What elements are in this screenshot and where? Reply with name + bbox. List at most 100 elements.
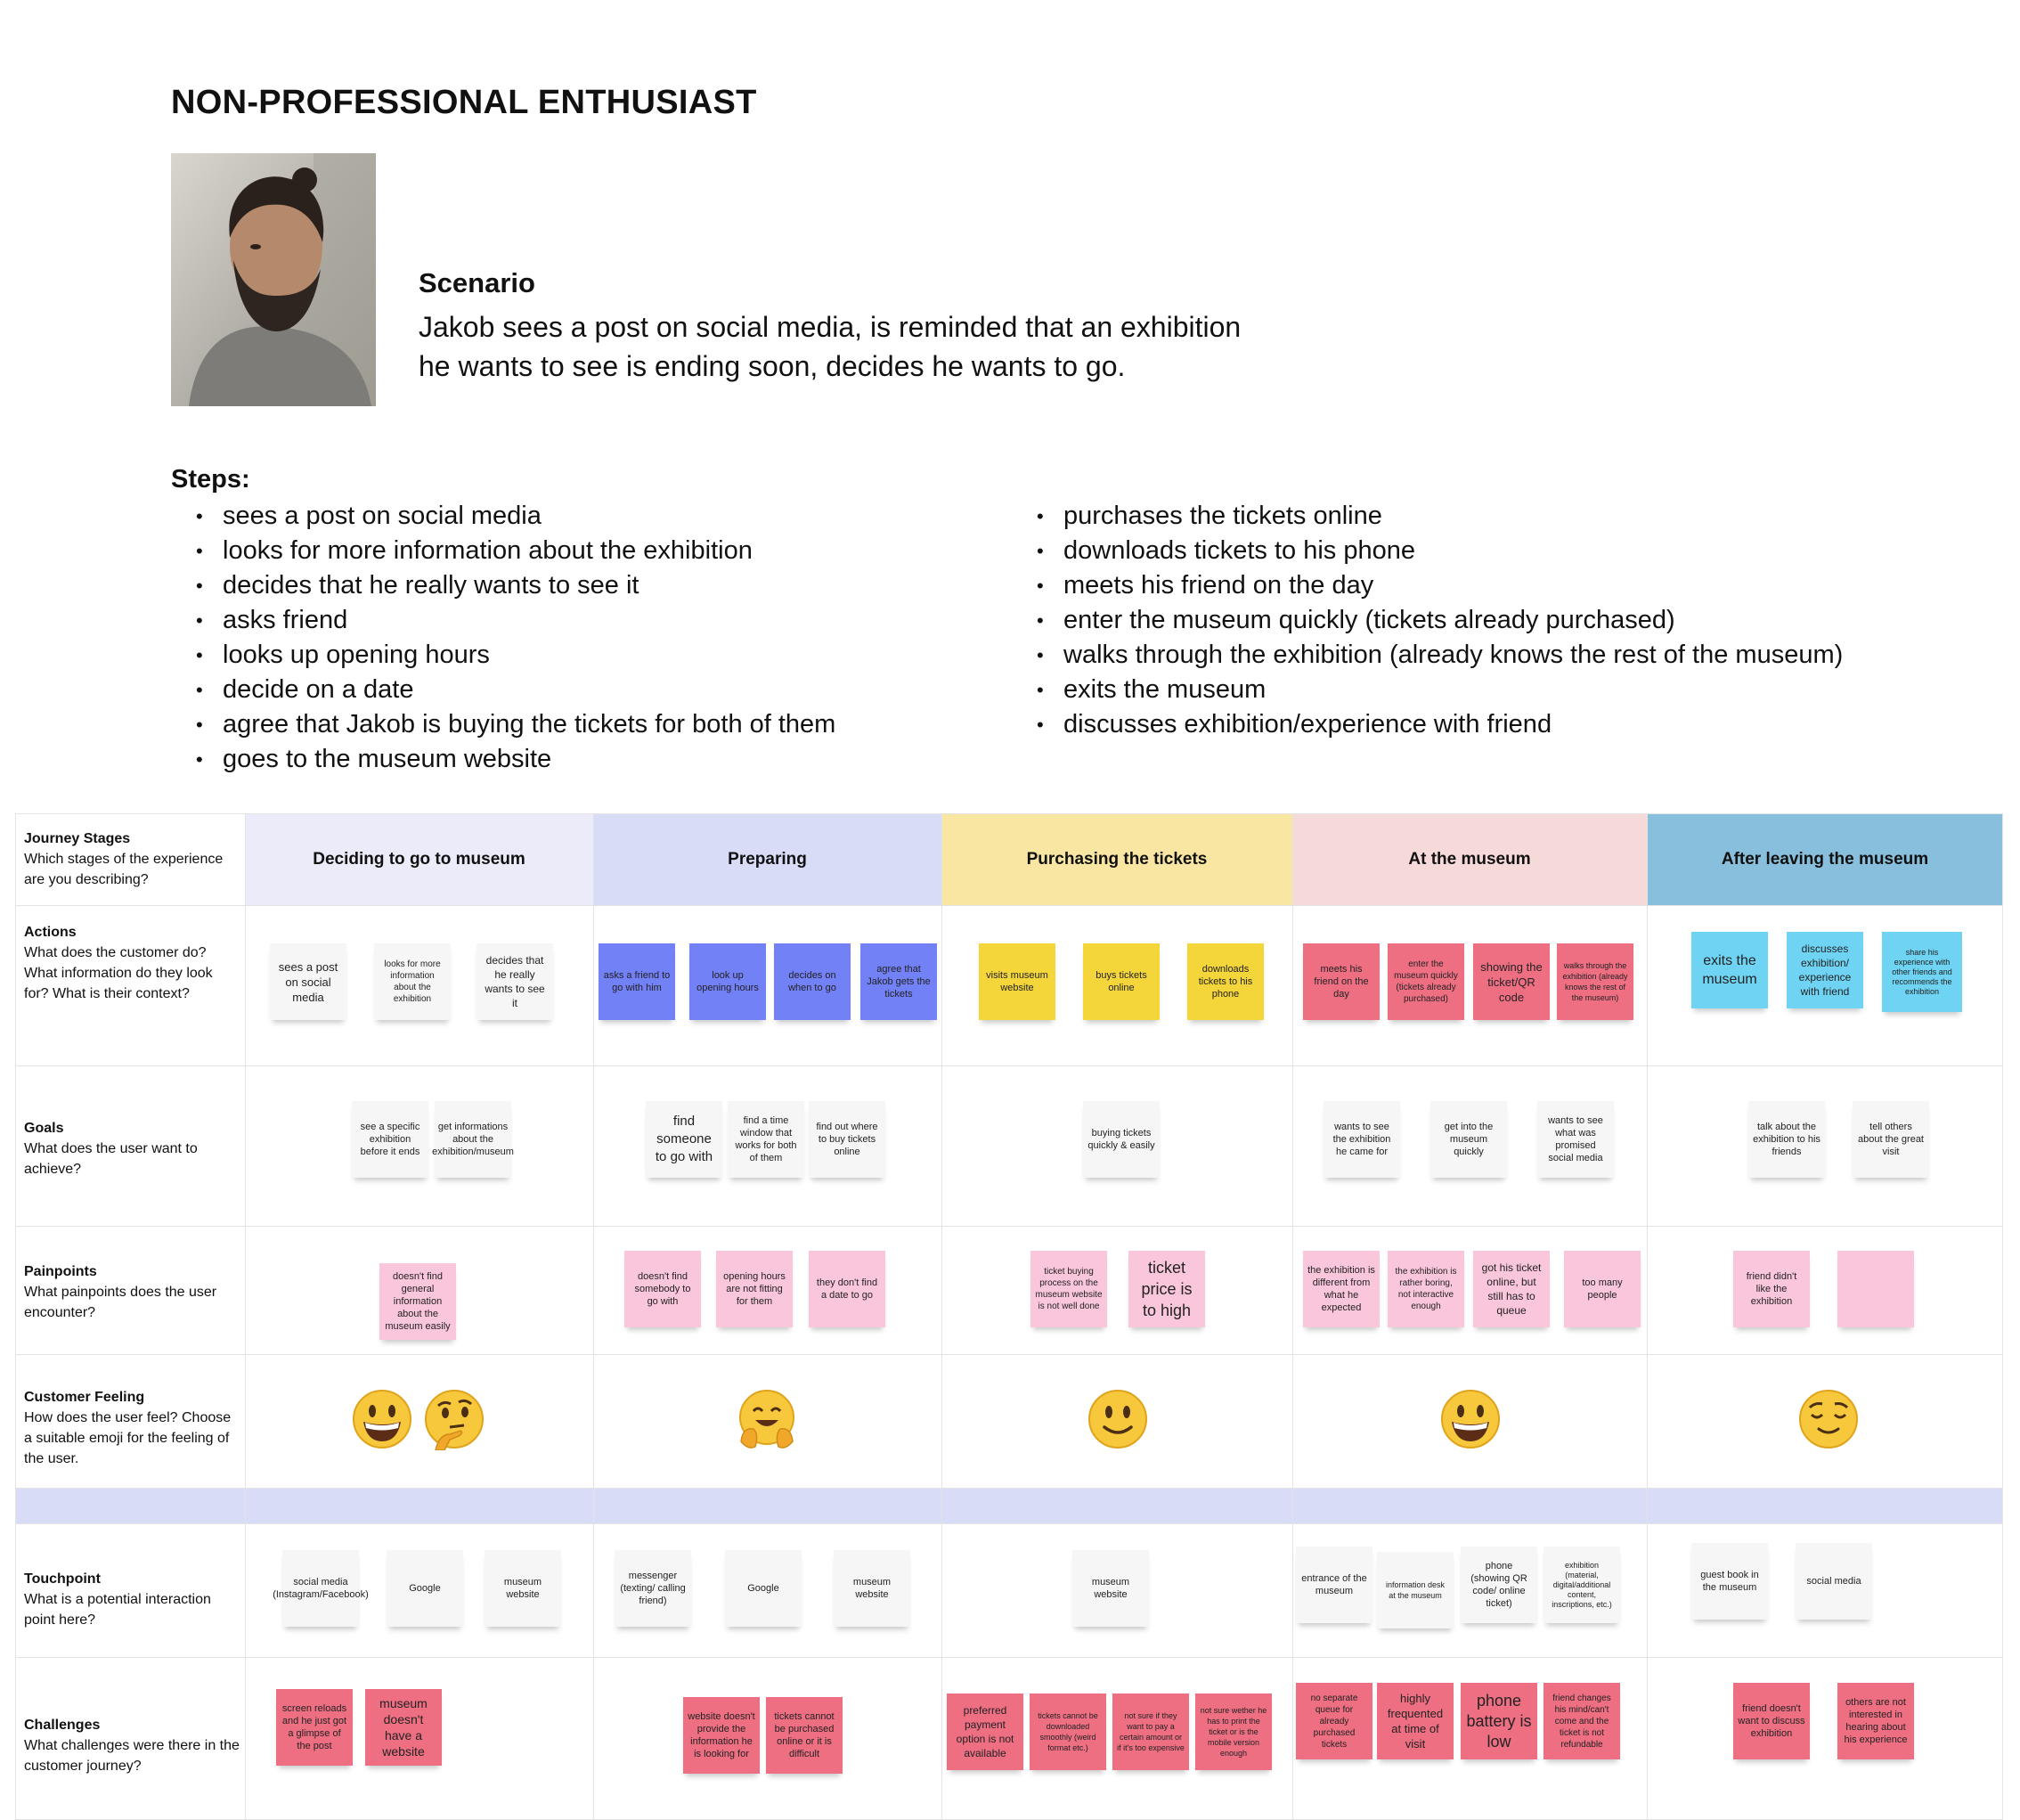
row-description: What is a potential interaction point he… [24, 1592, 211, 1628]
stage-header: After leaving the museum [1647, 813, 2003, 905]
sticky-note-goal: get into the museum quickly [1430, 1101, 1507, 1178]
sticky-note-action: downloads tickets to his phone [1187, 943, 1264, 1020]
sticky-note-touchpoint: entrance of the museum [1296, 1547, 1372, 1623]
sticky-note-action: agree that Jakob gets the tickets [860, 943, 937, 1020]
sticky-note-action: asks a friend to go with him [599, 943, 675, 1020]
sticky-note-action: discusses exhibition/ experience with fr… [1787, 932, 1863, 1008]
sticky-note-challenge: museum doesn't have a website [365, 1689, 442, 1766]
sticky-note-goal: find a time window that works for both o… [728, 1101, 804, 1178]
row-title: Painpoints [24, 1264, 97, 1279]
sticky-note-action: meets his friend on the day [1303, 943, 1380, 1020]
step-item: walks through the exhibition (already kn… [1012, 638, 1843, 673]
step-item: looks for more information about the exh… [171, 534, 835, 568]
sticky-note-touchpoint: guest book in the museum [1691, 1543, 1768, 1620]
sticky-note-challenge: preferred payment option is not availabl… [947, 1693, 1023, 1770]
journey-map: Deciding to go to museum Preparing Purch… [15, 813, 2003, 1820]
slightly-smiling-face-icon [1088, 1390, 1147, 1449]
sticky-note-painpoint: the exhibition is different from what he… [1303, 1251, 1380, 1327]
stage-label: At the museum [1408, 849, 1531, 869]
scenario-line: he wants to see is ending soon, decides … [419, 350, 1126, 382]
scenario-text: Jakob sees a post on social media, is re… [419, 307, 1274, 386]
sticky-note-goal: talk about the exhibition to his friends [1748, 1101, 1825, 1178]
stage-label: Deciding to go to museum [313, 849, 525, 869]
section-divider-band [15, 1488, 2003, 1523]
step-item: decide on a date [171, 673, 835, 707]
sticky-note-action: share his experience with other friends … [1882, 932, 1962, 1012]
sticky-note-action: sees a post on social media [270, 943, 346, 1020]
sticky-note-challenge: screen reloads and he just got a glimpse… [276, 1689, 353, 1766]
grinning-face-icon [1441, 1390, 1500, 1449]
steps-list-left: sees a post on social media looks for mo… [171, 499, 835, 777]
sticky-note-challenge: friend doesn't want to discuss exhibitio… [1733, 1683, 1810, 1759]
row-description: Which stages of the experience are you d… [24, 852, 224, 887]
row-title: Journey Stages [24, 831, 131, 846]
row-description: What challenges were there in the custom… [24, 1738, 240, 1774]
sticky-note-touchpoint: Google [725, 1550, 802, 1627]
sticky-note-challenge: friend changes his mind/can't come and t… [1544, 1683, 1620, 1759]
sticky-note-painpoint: doesn't find general information about t… [379, 1263, 456, 1340]
step-item: exits the museum [1012, 673, 1843, 707]
sticky-note-goal: wants to see the exhibition he came for [1324, 1101, 1400, 1178]
sticky-note-touchpoint: social media [1796, 1543, 1872, 1620]
row-description: What painpoints does the user encounter? [24, 1285, 217, 1320]
stage-label: Preparing [728, 849, 807, 869]
sticky-note-challenge: others are not interested in hearing abo… [1837, 1683, 1914, 1759]
sticky-note-action: decides on when to go [774, 943, 851, 1020]
sticky-note-action: visits museum website [979, 943, 1055, 1020]
sticky-note-goal: find out where to buy tickets online [809, 1101, 885, 1178]
row-title: Touchpoint [24, 1571, 101, 1587]
sticky-note-goal: wants to see what was promised social me… [1537, 1101, 1614, 1178]
grinning-face-icon [353, 1390, 411, 1449]
sticky-note-action: decides that he really wants to see it [476, 943, 553, 1020]
scenario-heading: Scenario [419, 267, 535, 298]
sticky-note-goal: buying tickets quickly & easily [1083, 1101, 1160, 1178]
sticky-note-action: enter the museum quickly (tickets alread… [1388, 943, 1464, 1020]
sticky-note-challenge: no separate queue for already purchased … [1296, 1683, 1372, 1759]
sticky-note-goal: see a specific exhibition before it ends [352, 1101, 428, 1178]
row-title: Goals [24, 1121, 64, 1136]
sticky-note-challenge: tickets cannot be downloaded smoothly (w… [1030, 1693, 1106, 1770]
sticky-note-painpoint: doesn't find somebody to go with [624, 1251, 701, 1327]
stage-header: Purchasing the tickets [941, 813, 1292, 905]
sticky-note-painpoint: ticket buying process on the museum webs… [1030, 1251, 1107, 1327]
sticky-note-goal: tell others about the great visit [1853, 1101, 1929, 1178]
row-description: What does the customer do? What informat… [24, 945, 213, 1001]
sticky-note-challenge: phone battery is low [1461, 1683, 1537, 1759]
sticky-note-challenge: not sure wether he has to print the tick… [1195, 1693, 1272, 1770]
step-item: looks up opening hours [171, 638, 835, 673]
row-title: Customer Feeling [24, 1390, 145, 1405]
row-title: Challenges [24, 1718, 101, 1733]
sticky-note-painpoint [1837, 1251, 1914, 1327]
row-description: What does the user want to achieve? [24, 1141, 198, 1177]
sticky-note-action: look up opening hours [689, 943, 766, 1020]
sticky-note-touchpoint: messenger (texting/ calling friend) [615, 1550, 691, 1627]
sticky-note-painpoint: got his ticket online, but still has to … [1473, 1251, 1550, 1327]
sticky-note-action: buys tickets online [1083, 943, 1160, 1020]
sticky-note-touchpoint: information desk at the museum [1377, 1552, 1454, 1628]
step-item: downloads tickets to his phone [1012, 534, 1843, 568]
step-item: asks friend [171, 603, 835, 638]
stage-label: After leaving the museum [1721, 849, 1929, 869]
thinking-face-icon [425, 1390, 484, 1450]
sticky-note-challenge: highly frequented at time of visit [1377, 1683, 1454, 1759]
sticky-note-touchpoint: museum website [834, 1550, 910, 1627]
sticky-note-goal: find someone to go with [646, 1101, 722, 1178]
sticky-note-challenge: not sure if they want to pay a certain a… [1112, 1693, 1189, 1770]
sticky-note-action: looks for more information about the exh… [374, 943, 451, 1020]
row-title: Actions [24, 925, 77, 940]
step-item: discusses exhibition/experience with fri… [1012, 707, 1843, 742]
sticky-note-action: walks through the exhibition (already kn… [1557, 943, 1633, 1020]
row-description: How does the user feel? Choose a suitabl… [24, 1410, 232, 1466]
sticky-note-painpoint: too many people [1564, 1251, 1641, 1327]
sticky-note-touchpoint: social media (Instagram/Facebook) [273, 1550, 369, 1627]
step-item: purchases the tickets online [1012, 499, 1843, 534]
step-item: enter the museum quickly (tickets alread… [1012, 603, 1843, 638]
sticky-note-challenge: tickets cannot be purchased online or it… [766, 1697, 843, 1774]
step-item: agree that Jakob is buying the tickets f… [171, 707, 835, 742]
